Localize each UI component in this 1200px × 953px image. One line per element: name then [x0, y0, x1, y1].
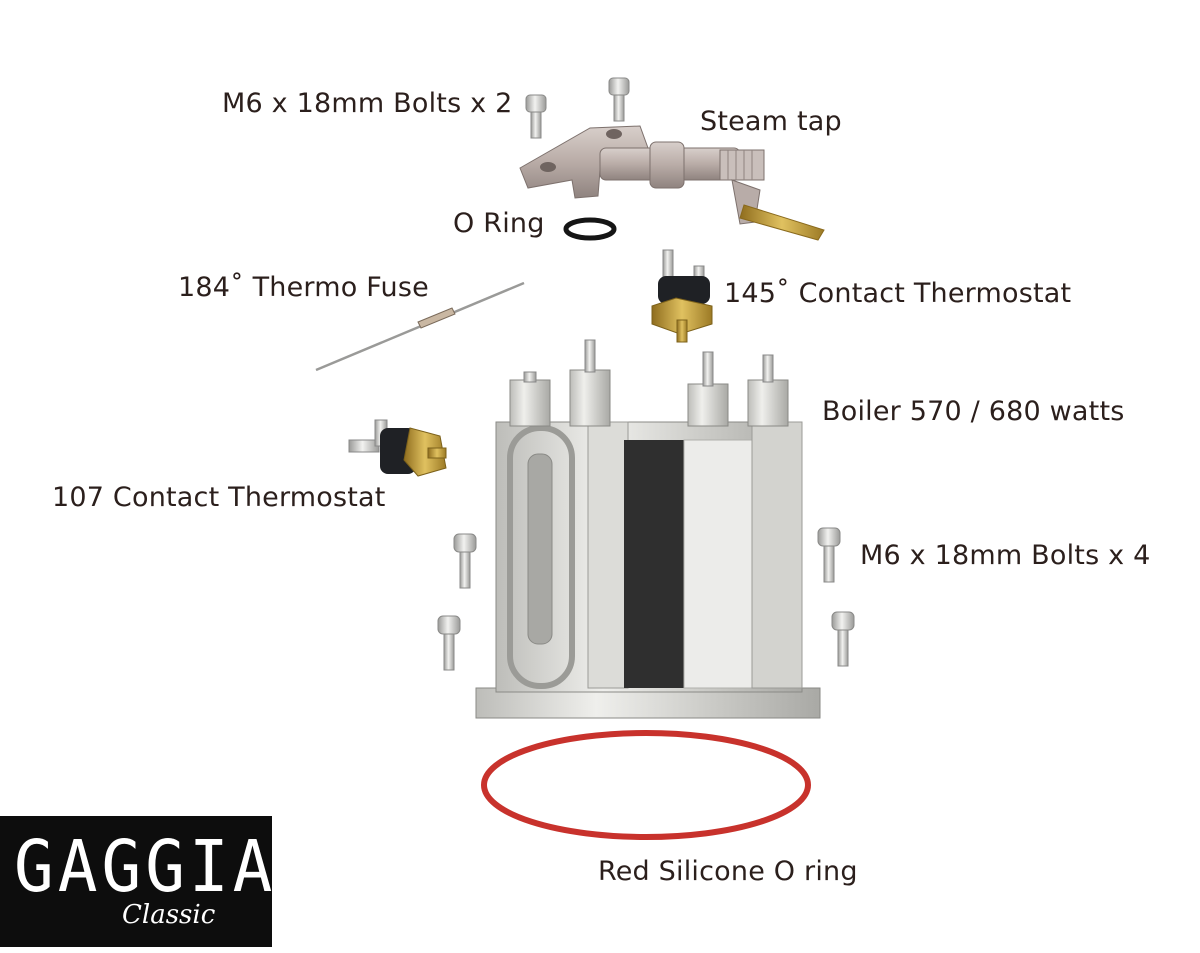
bolt-icon [453, 533, 477, 589]
label-bolts-top: M6 x 18mm Bolts x 2 [222, 88, 513, 119]
steam-tap-icon [519, 125, 825, 241]
boiler-icon [475, 339, 821, 719]
bolt-icon [525, 94, 547, 139]
logo-subtitle: Classic [122, 900, 216, 930]
thermostat-145-icon [651, 249, 713, 343]
label-o-ring: O Ring [453, 208, 545, 239]
logo-wordmark: GAGGIA [14, 824, 277, 909]
bolt-icon [437, 615, 461, 671]
thermo-fuse-icon [315, 281, 525, 372]
label-bolts-side: M6 x 18mm Bolts x 4 [860, 540, 1151, 571]
bolt-icon [831, 611, 855, 667]
label-boiler: Boiler 570 / 680 watts [822, 396, 1125, 427]
bolt-icon [817, 527, 841, 583]
label-red-o-ring: Red Silicone O ring [598, 856, 858, 887]
label-thermostat-107: 107 Contact Thermostat [52, 482, 386, 513]
bolt-icon [608, 77, 630, 122]
label-thermostat-145: 145˚ Contact Thermostat [724, 278, 1072, 309]
o-ring-icon [563, 217, 617, 241]
label-steam-tap: Steam tap [700, 106, 842, 137]
gaggia-logo: GAGGIA Classic [0, 816, 272, 947]
label-thermo-fuse: 184˚ Thermo Fuse [178, 272, 429, 303]
thermostat-107-icon [348, 419, 447, 477]
red-o-ring-icon [481, 730, 811, 840]
